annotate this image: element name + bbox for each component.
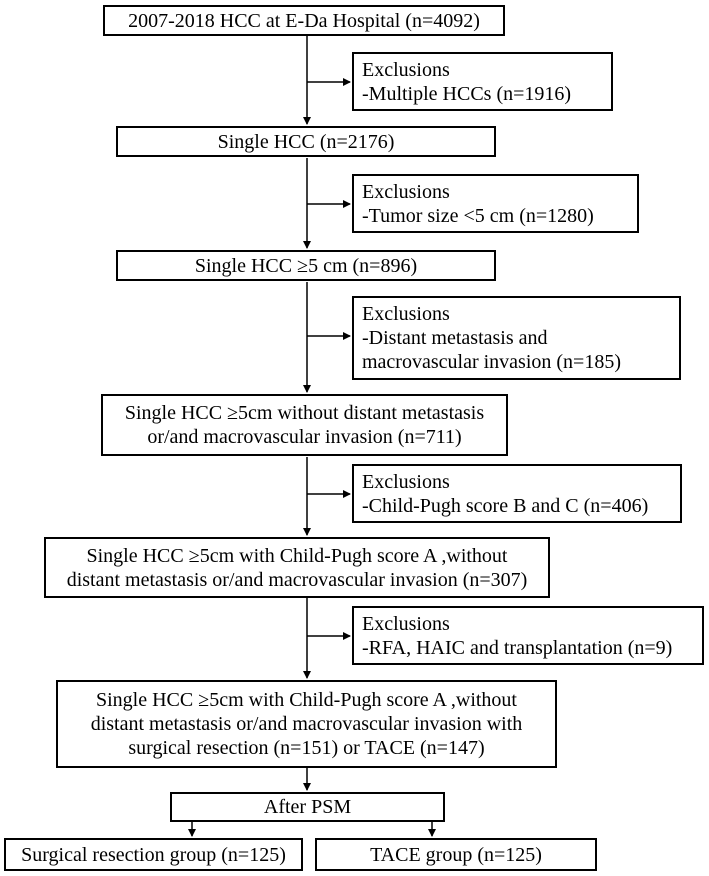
exclusion-box-2: Exclusions -Tumor size <5 cm (n=1280)	[352, 174, 639, 233]
exclusion-box-4: Exclusions -Child-Pugh score B and C (n=…	[352, 464, 682, 523]
exclusion-text-3a: -Distant metastasis and	[362, 327, 548, 349]
flow-step3-line-1: Single HCC ≥5cm without distant metastas…	[124, 402, 485, 424]
exclusion-text-2: -Tumor size <5 cm (n=1280)	[362, 205, 594, 227]
flow-step1-label: Single HCC (n=2176)	[217, 130, 395, 153]
exclusion-text-3b: macrovascular invasion (n=185)	[362, 351, 621, 373]
exclusion-title-5: Exclusions	[362, 613, 450, 635]
exclusion-title-1: Exclusions	[362, 59, 450, 81]
exclusion-box-3: Exclusions -Distant metastasis and macro…	[352, 296, 681, 380]
flow-step1-box: Single HCC (n=2176)	[116, 126, 496, 157]
exclusion-text-5: -RFA, HAIC and transplantation (n=9)	[362, 637, 673, 659]
flow-step2-box: Single HCC ≥5 cm (n=896)	[116, 250, 496, 281]
exclusion-title-4: Exclusions	[362, 471, 450, 493]
exclusion-text-4: -Child-Pugh score B and C (n=406)	[362, 495, 649, 517]
flow-step3-line-2: or/and macrovascular invasion (n=711)	[147, 426, 462, 448]
flow-start-box: 2007-2018 HCC at E-Da Hospital (n=4092)	[103, 5, 505, 36]
flow-step5-line-2: distant metastasis or/and macrovascular …	[90, 713, 523, 735]
flow-step2-label: Single HCC ≥5 cm (n=896)	[194, 254, 418, 277]
exclusion-box-5: Exclusions -RFA, HAIC and transplantatio…	[352, 606, 704, 665]
flow-psm-label: After PSM	[263, 796, 352, 818]
flow-step4-line-2: distant metastasis or/and macrovascular …	[66, 568, 528, 591]
group-tace-label: TACE group (n=125)	[370, 843, 542, 866]
exclusion-title-3: Exclusions	[362, 303, 450, 325]
group-surgical-box: Surgical resection group (n=125)	[4, 838, 303, 871]
flow-step3-box: Single HCC ≥5cm without distant metastas…	[101, 394, 508, 456]
flow-step5-box: Single HCC ≥5cm with Child-Pugh score A …	[56, 680, 557, 768]
exclusion-title-2: Exclusions	[362, 181, 450, 203]
flow-step5-line-3: surgical resection (n=151) or TACE (n=14…	[128, 737, 485, 759]
exclusion-box-1: Exclusions -Multiple HCCs (n=1916)	[352, 52, 613, 111]
flow-psm-box: After PSM	[170, 792, 445, 822]
flow-start-label: 2007-2018 HCC at E-Da Hospital (n=4092)	[128, 9, 480, 32]
group-tace-box: TACE group (n=125)	[315, 838, 597, 871]
flow-step4-line-1: Single HCC ≥5cm with Child-Pugh score A …	[86, 544, 508, 567]
flow-step4-box: Single HCC ≥5cm with Child-Pugh score A …	[44, 537, 550, 598]
flow-step5-line-1: Single HCC ≥5cm with Child-Pugh score A …	[96, 689, 517, 711]
exclusion-text-1: -Multiple HCCs (n=1916)	[362, 83, 572, 105]
group-surgical-label: Surgical resection group (n=125)	[21, 843, 286, 866]
